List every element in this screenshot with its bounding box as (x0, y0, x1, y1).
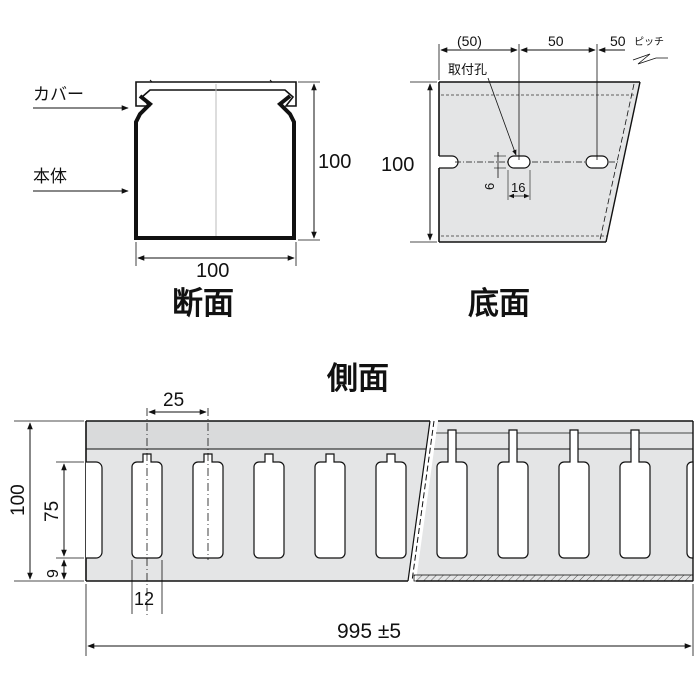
side-slot-length-dim: 75 (42, 501, 63, 522)
side-base-height-dim: 9 (45, 569, 62, 578)
cover-label: カバー (33, 85, 84, 105)
side-slot (436, 429, 468, 559)
pitch-second-dim: 50 (548, 33, 564, 49)
section-view: カバー 本体 100 100 断面 (33, 79, 351, 322)
slot-pitch-dim: 25 (163, 390, 184, 411)
section-title: 断面 (172, 286, 234, 322)
side-slots-right (436, 429, 694, 559)
body-outline (134, 94, 296, 240)
side-slot (686, 461, 694, 559)
pitch-label: ピッチ (634, 36, 664, 48)
pitch-third-dim: 50 (610, 33, 626, 49)
side-title: 側面 (326, 361, 389, 397)
body-label: 本体 (33, 167, 67, 187)
side-slot (253, 453, 285, 559)
bottom-panel (439, 82, 640, 242)
side-length-dim: 995 ±5 (337, 620, 401, 643)
section-height-dim: 100 (318, 151, 351, 173)
section-width-dim: 100 (196, 260, 229, 282)
pitch-first-dim: (50) (457, 33, 482, 49)
side-view: 側面 (8, 361, 694, 656)
slot-height-dim: 6 (482, 183, 497, 190)
bottom-title: 底面 (468, 286, 530, 322)
side-slot (375, 453, 407, 559)
side-slot (497, 429, 529, 559)
mount-hole-label: 取付孔 (448, 63, 487, 78)
side-slot (314, 453, 346, 559)
side-total-height-dim: 100 (8, 484, 29, 516)
base-hatch (413, 574, 694, 582)
bottom-view: 6 16 (50) 50 50 ピッチ 取付孔 100 底面 (381, 33, 668, 322)
end-slot (86, 461, 103, 559)
cover-outline (135, 81, 297, 107)
side-slot-width-dim: 12 (134, 589, 154, 609)
side-top-band-left (86, 421, 430, 449)
slot-width-dim: 16 (511, 180, 525, 195)
bottom-height-dim: 100 (381, 154, 414, 176)
side-slot (558, 429, 590, 559)
side-slot (619, 429, 651, 559)
